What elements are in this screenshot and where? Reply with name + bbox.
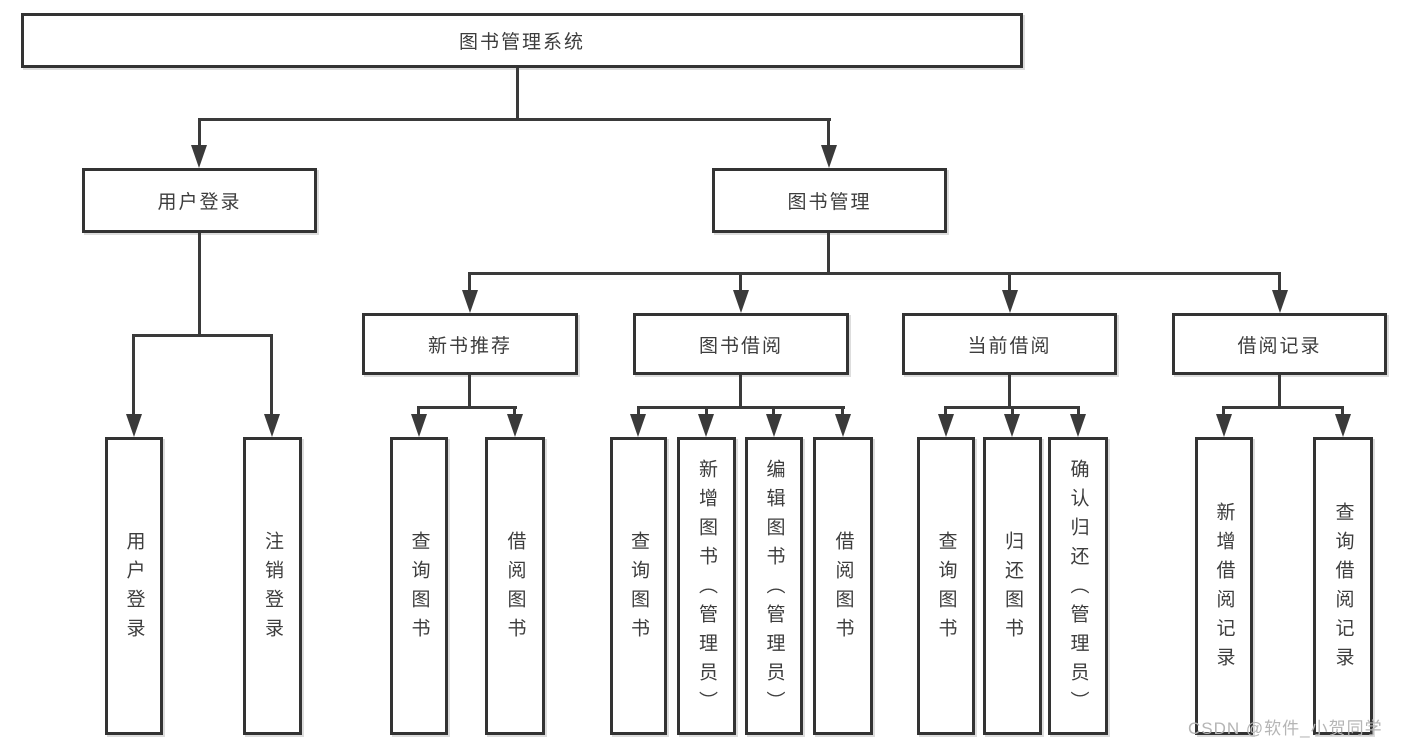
arrowhead-user-login-icon bbox=[191, 145, 207, 168]
leaf-borrow-query-books: 查询图书 bbox=[610, 437, 667, 735]
leaf-borrow-add-books-admin: 新增图书（管理员） bbox=[677, 437, 736, 735]
leaf-records-add-record: 新增借阅记录 bbox=[1195, 437, 1253, 735]
connector-current-borrow-down bbox=[1008, 375, 1011, 409]
leaf-current-return-books: 归还图书 bbox=[983, 437, 1042, 735]
arrowhead-leaf-icon bbox=[938, 414, 954, 437]
node-current-borrow: 当前借阅 bbox=[902, 313, 1117, 375]
connector-leaf-stem bbox=[513, 406, 516, 418]
connector-book-management-stem bbox=[827, 118, 830, 148]
leaf-logout-login: 注销登录 bbox=[243, 437, 302, 735]
connector-borrow-records-stem bbox=[1278, 272, 1281, 292]
leaf-newrec-borrow-books: 借阅图书 bbox=[485, 437, 545, 735]
arrowhead-leaf-icon bbox=[630, 414, 646, 437]
connector-current-borrow-stem bbox=[1008, 272, 1011, 292]
node-borrow-records: 借阅记录 bbox=[1172, 313, 1387, 375]
node-root: 图书管理系统 bbox=[21, 13, 1023, 68]
arrowhead-leaf-icon bbox=[411, 414, 427, 437]
arrowhead-new-recommend-icon bbox=[462, 290, 478, 313]
connector-new-recommend-rail bbox=[417, 406, 517, 409]
connector-user-login-rail bbox=[132, 334, 273, 337]
connector-book-borrow-down bbox=[739, 375, 742, 409]
arrowhead-leaf-icon bbox=[835, 414, 851, 437]
connector-user-login-down bbox=[198, 233, 201, 337]
node-book-borrow: 图书借阅 bbox=[633, 313, 849, 375]
connector-leaf-stem bbox=[1341, 406, 1344, 418]
connector-leaf-stem bbox=[705, 406, 708, 418]
connector-book-management-down bbox=[827, 233, 830, 275]
connector-leaf-stem bbox=[1077, 406, 1080, 418]
arrowhead-leaf-logout-icon bbox=[264, 414, 280, 437]
node-new-book-recommend: 新书推荐 bbox=[362, 313, 578, 375]
arrowhead-book-management-icon bbox=[821, 145, 837, 168]
connector-leaf-stem bbox=[841, 406, 844, 418]
connector-book-borrow-rail bbox=[637, 406, 845, 409]
connector-leaf-stem bbox=[1222, 406, 1225, 418]
arrowhead-leaf-icon bbox=[698, 414, 714, 437]
connector-new-recommend-stem bbox=[468, 272, 471, 292]
arrowhead-leaf-icon bbox=[1004, 414, 1020, 437]
arrowhead-book-borrow-icon bbox=[733, 290, 749, 313]
connector-leaf-stem bbox=[1011, 406, 1014, 418]
leaf-current-query-books: 查询图书 bbox=[917, 437, 975, 735]
leaf-records-query-record: 查询借阅记录 bbox=[1313, 437, 1373, 735]
arrowhead-leaf-login-icon bbox=[126, 414, 142, 437]
connector-leaf-login-stem bbox=[132, 334, 135, 416]
node-book-management: 图书管理 bbox=[712, 168, 947, 233]
leaf-current-confirm-return-admin: 确认归还（管理员） bbox=[1048, 437, 1108, 735]
leaf-newrec-query-books: 查询图书 bbox=[390, 437, 448, 735]
arrowhead-leaf-icon bbox=[1216, 414, 1232, 437]
connector-root-stem bbox=[516, 68, 519, 121]
connector-leaf-stem bbox=[944, 406, 947, 418]
node-user-login: 用户登录 bbox=[82, 168, 317, 233]
arrowhead-current-borrow-icon bbox=[1002, 290, 1018, 313]
arrowhead-leaf-icon bbox=[766, 414, 782, 437]
connector-root-rail bbox=[198, 118, 831, 121]
arrowhead-leaf-icon bbox=[1070, 414, 1086, 437]
connector-borrow-records-rail bbox=[1222, 406, 1344, 409]
arrowhead-leaf-icon bbox=[1335, 414, 1351, 437]
connector-leaf-stem bbox=[637, 406, 640, 418]
leaf-borrow-edit-books-admin: 编辑图书（管理员） bbox=[745, 437, 803, 735]
connector-leaf-stem bbox=[417, 406, 420, 418]
connector-borrow-records-down bbox=[1278, 375, 1281, 409]
connector-leaf-stem bbox=[772, 406, 775, 418]
csdn-watermark: CSDN @软件_小贺同学 bbox=[1188, 719, 1383, 738]
connector-book-borrow-stem bbox=[739, 272, 742, 292]
leaf-borrow-borrow-books: 借阅图书 bbox=[813, 437, 873, 735]
connector-new-recommend-down bbox=[468, 375, 471, 409]
connector-level3-rail bbox=[468, 272, 1281, 275]
arrowhead-leaf-icon bbox=[507, 414, 523, 437]
leaf-user-login: 用户登录 bbox=[105, 437, 163, 735]
arrowhead-borrow-records-icon bbox=[1272, 290, 1288, 313]
connector-user-login-stem bbox=[198, 118, 201, 148]
connector-leaf-logout-stem bbox=[270, 334, 273, 416]
